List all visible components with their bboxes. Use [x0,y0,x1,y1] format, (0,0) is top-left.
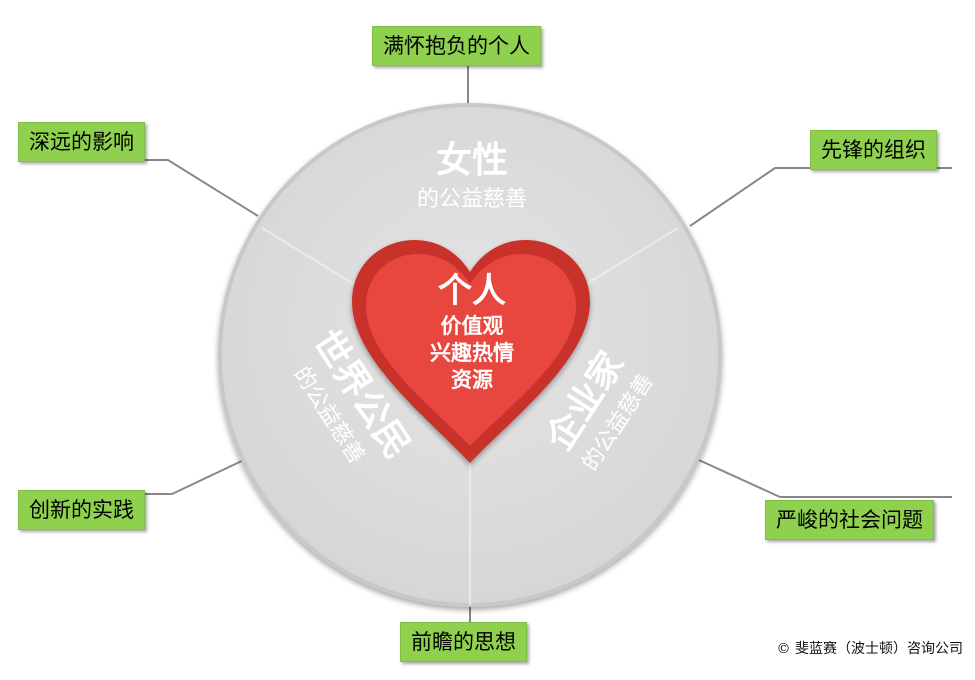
label-bottom-left: 创新的实践 [18,490,145,530]
center-line-3: 资源 [451,368,493,392]
connector-bottom-left [22,457,249,495]
center-line-2: 兴趣热情 [430,341,514,365]
center-line-1: 价值观 [441,314,504,338]
connector-top-left [22,159,259,217]
heart-icon [352,240,590,463]
connector-top-right [689,167,952,227]
sector-top-subtitle: 的公益慈善 [417,187,527,212]
label-top-right: 先锋的组织 [810,130,937,170]
sector-top-title: 女性 [436,140,508,181]
label-bottom-center: 前瞻的思想 [400,622,527,662]
label-bottom-right: 严峻的社会问题 [765,500,934,540]
label-top-center: 满怀抱负的个人 [372,26,541,66]
label-top-left: 深远的影响 [18,122,145,162]
connector-bottom-right [689,455,952,498]
copyright-text: © 斐蓝赛（波士顿）咨询公司 [776,641,963,657]
center-title: 个人 [438,271,506,311]
heart-inner [366,254,576,446]
